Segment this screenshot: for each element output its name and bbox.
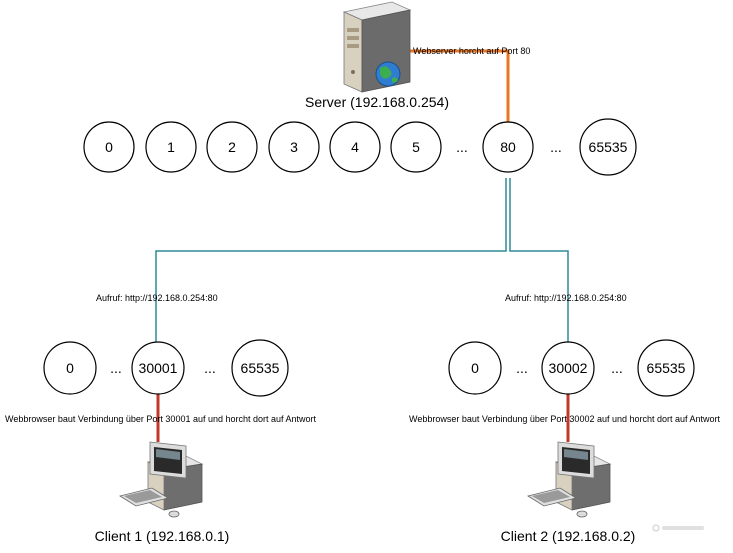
server-port-5: 5 [390, 121, 442, 173]
svg-text:1: 1 [167, 139, 175, 155]
desktop-computer-icon [526, 441, 612, 518]
client2-label: Client 2 (192.168.0.2) [501, 528, 636, 544]
svg-text:65535: 65535 [241, 360, 280, 376]
svg-text:0: 0 [66, 360, 74, 376]
client1-port-ellipsis-1: ... [110, 360, 122, 376]
client1-note: Webbrowser baut Verbindung über Port 300… [5, 414, 317, 424]
client1-port-ellipsis-2: ... [204, 360, 216, 376]
server-port-1: 1 [145, 121, 197, 173]
client2-port-ellipsis-2: ... [611, 360, 623, 376]
client2-request-label: Aufruf: http://192.168.0.254:80 [505, 293, 627, 303]
client2-port-row: 0 ... 30002 ... 65535 [448, 339, 695, 397]
server-port-3: 3 [268, 121, 320, 173]
client1-port-65535: 65535 [231, 339, 289, 397]
client1-request-label: Aufruf: http://192.168.0.254:80 [96, 293, 218, 303]
server-port-row: 0 1 2 3 4 5 ... 80 ... 65535 [83, 118, 637, 176]
server-port-ellipsis-2: ... [550, 139, 562, 155]
server-port-ellipsis-1: ... [456, 139, 468, 155]
client2-note: Webbrowser baut Verbindung über Port 300… [409, 414, 721, 424]
server-port-65535: 65535 [579, 118, 637, 176]
client1-port-0: 0 [43, 341, 97, 395]
client1-port-30001: 30001 [131, 341, 185, 395]
server-listen-note: Webserver horcht auf Port 80 [413, 46, 530, 56]
client2-port-30002: 30002 [541, 341, 595, 395]
server-port-4: 4 [329, 121, 381, 173]
server-port-80: 80 [482, 121, 534, 173]
server-tower-globe-icon [342, 1, 412, 93]
svg-text:2: 2 [228, 139, 236, 155]
client2-port-65535: 65535 [637, 339, 695, 397]
svg-text:30002: 30002 [549, 360, 588, 376]
server-port80-link [410, 49, 510, 122]
svg-text:3: 3 [290, 139, 298, 155]
server-port-2: 2 [206, 121, 258, 173]
client1-label: Client 1 (192.168.0.1) [95, 528, 230, 544]
svg-text:80: 80 [500, 139, 516, 155]
svg-text:0: 0 [105, 139, 113, 155]
svg-text:5: 5 [412, 139, 420, 155]
watermark-logo [652, 524, 704, 532]
server-label: Server (192.168.0.254) [305, 94, 449, 110]
svg-text:4: 4 [351, 139, 359, 155]
svg-text:65535: 65535 [589, 139, 628, 155]
desktop-computer-icon [118, 441, 204, 518]
client2-port-ellipsis-1: ... [516, 360, 528, 376]
svg-text:65535: 65535 [647, 360, 686, 376]
svg-text:0: 0 [471, 360, 479, 376]
svg-text:30001: 30001 [139, 360, 178, 376]
client2-port-0: 0 [448, 341, 502, 395]
client1-port-row: 0 ... 30001 ... 65535 [43, 339, 289, 397]
network-link [155, 178, 569, 345]
server-port-0: 0 [83, 121, 135, 173]
